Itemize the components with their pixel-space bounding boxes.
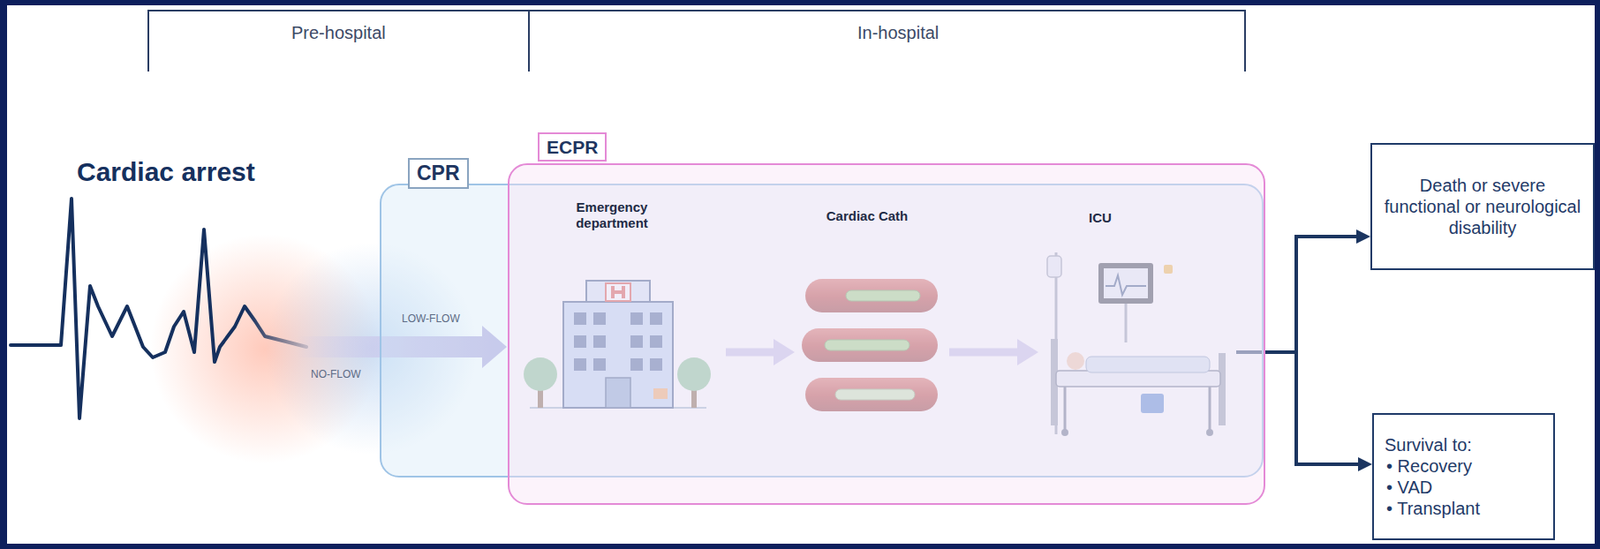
region-label: ECPR xyxy=(537,132,607,162)
ecg-trace xyxy=(10,198,307,419)
timeline-bracket-part xyxy=(528,10,530,72)
timeline-bracket xyxy=(148,10,1246,72)
region-label: CPR xyxy=(407,158,469,189)
arrow-head xyxy=(1356,229,1371,244)
outcome-item: • VAD xyxy=(1384,476,1543,499)
panel xyxy=(7,5,1595,544)
panel-part xyxy=(7,5,1595,544)
flow-label: NO-FLOW xyxy=(310,369,362,381)
ecg-trace-part xyxy=(10,198,307,419)
phase-label: In-hospital xyxy=(857,22,939,43)
flow-label: LOW-FLOW xyxy=(401,313,461,325)
event-title: Cardiac arrest xyxy=(76,157,256,187)
timeline-bracket-part xyxy=(148,10,1246,72)
outcome-text: Death or severe functional or neurologic… xyxy=(1382,174,1583,239)
emergency-department-step: Emergency department xyxy=(529,199,726,416)
step-label: Emergency department xyxy=(558,199,665,232)
ecpr-region: ECPREmergency departmentCardiac CathICU xyxy=(507,163,1266,506)
outcome-text: Survival to: xyxy=(1384,434,1543,456)
cardiac-cath-step: Cardiac Cath xyxy=(794,208,950,417)
outcome-item: • Transplant xyxy=(1384,498,1543,520)
outcome-box: Death or severe functional or neurologic… xyxy=(1370,143,1595,271)
step-label: Cardiac Cath xyxy=(805,208,929,225)
phase-label: Pre-hospital xyxy=(291,22,386,43)
outcome-box: Survival to:• Recovery• VAD• Transplant xyxy=(1372,413,1555,541)
icu-step: ICU xyxy=(1038,210,1237,442)
outcome-item: • Recovery xyxy=(1384,455,1543,477)
step-label: ICU xyxy=(1073,210,1127,227)
arrow-head xyxy=(1358,457,1373,472)
